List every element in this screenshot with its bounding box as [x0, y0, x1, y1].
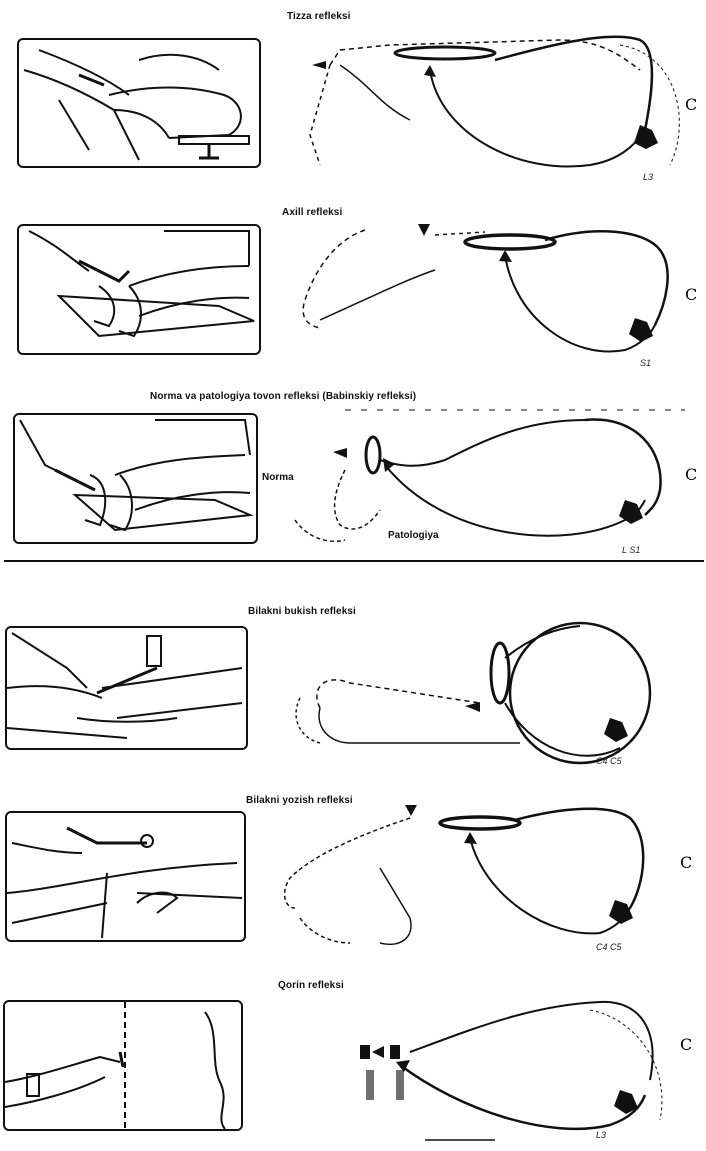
stimulus-arrow-icon	[333, 448, 347, 458]
patologiya-label: Patologiya	[388, 530, 439, 541]
babinski-reflex-photo	[13, 413, 258, 544]
forearm-extension-arc-diagram: C	[270, 798, 700, 958]
forearm-extension-photo	[5, 811, 246, 942]
norma-label: Norma	[262, 472, 294, 483]
abdominal-reflex-photo	[3, 1000, 243, 1131]
hammer-arrow-icon	[312, 61, 326, 69]
achilles-reflex-arc-diagram: C	[285, 210, 705, 370]
knee-segment-label: L3	[643, 172, 653, 182]
forearm-flexion-reflex-title: Bilakni bukish refleksi	[248, 606, 356, 617]
abdominal-reflex-title: Qorin refleksi	[278, 980, 344, 991]
achilles-segment-label: S1	[640, 358, 651, 368]
forearm-flexion-photo	[5, 626, 248, 750]
flexion-segment-label: C4 C5	[596, 756, 622, 766]
svg-text:C: C	[685, 465, 697, 484]
knee-reflex-title: Tizza refleksi	[287, 11, 350, 22]
hammer-arrow-icon	[405, 805, 417, 816]
achilles-reflex-photo	[17, 224, 261, 355]
abdominal-muscle-left	[360, 1045, 374, 1100]
stimulus-arrow-icon	[372, 1046, 384, 1058]
abdominal-segment-label: L3	[596, 1130, 606, 1140]
svg-text:C: C	[680, 1035, 692, 1054]
knee-reflex-arc-diagram: C	[290, 25, 700, 185]
knee-reflex-photo	[17, 38, 261, 168]
svg-text:C: C	[680, 853, 692, 872]
hammer-arrow-icon	[418, 224, 430, 236]
forearm-flexion-arc-diagram	[290, 618, 700, 768]
extension-segment-label: C4 C5	[596, 942, 622, 952]
svg-text:C: C	[685, 285, 697, 304]
svg-text:C: C	[685, 95, 697, 114]
hammer-arrow-icon	[465, 702, 480, 712]
babinski-reflex-arc-diagram: C	[285, 400, 705, 550]
babinski-segment-label: L S1	[622, 545, 640, 555]
abdominal-muscle-right	[390, 1045, 404, 1100]
abdominal-reflex-arc-diagram: C	[350, 990, 705, 1145]
section-divider	[4, 560, 704, 562]
